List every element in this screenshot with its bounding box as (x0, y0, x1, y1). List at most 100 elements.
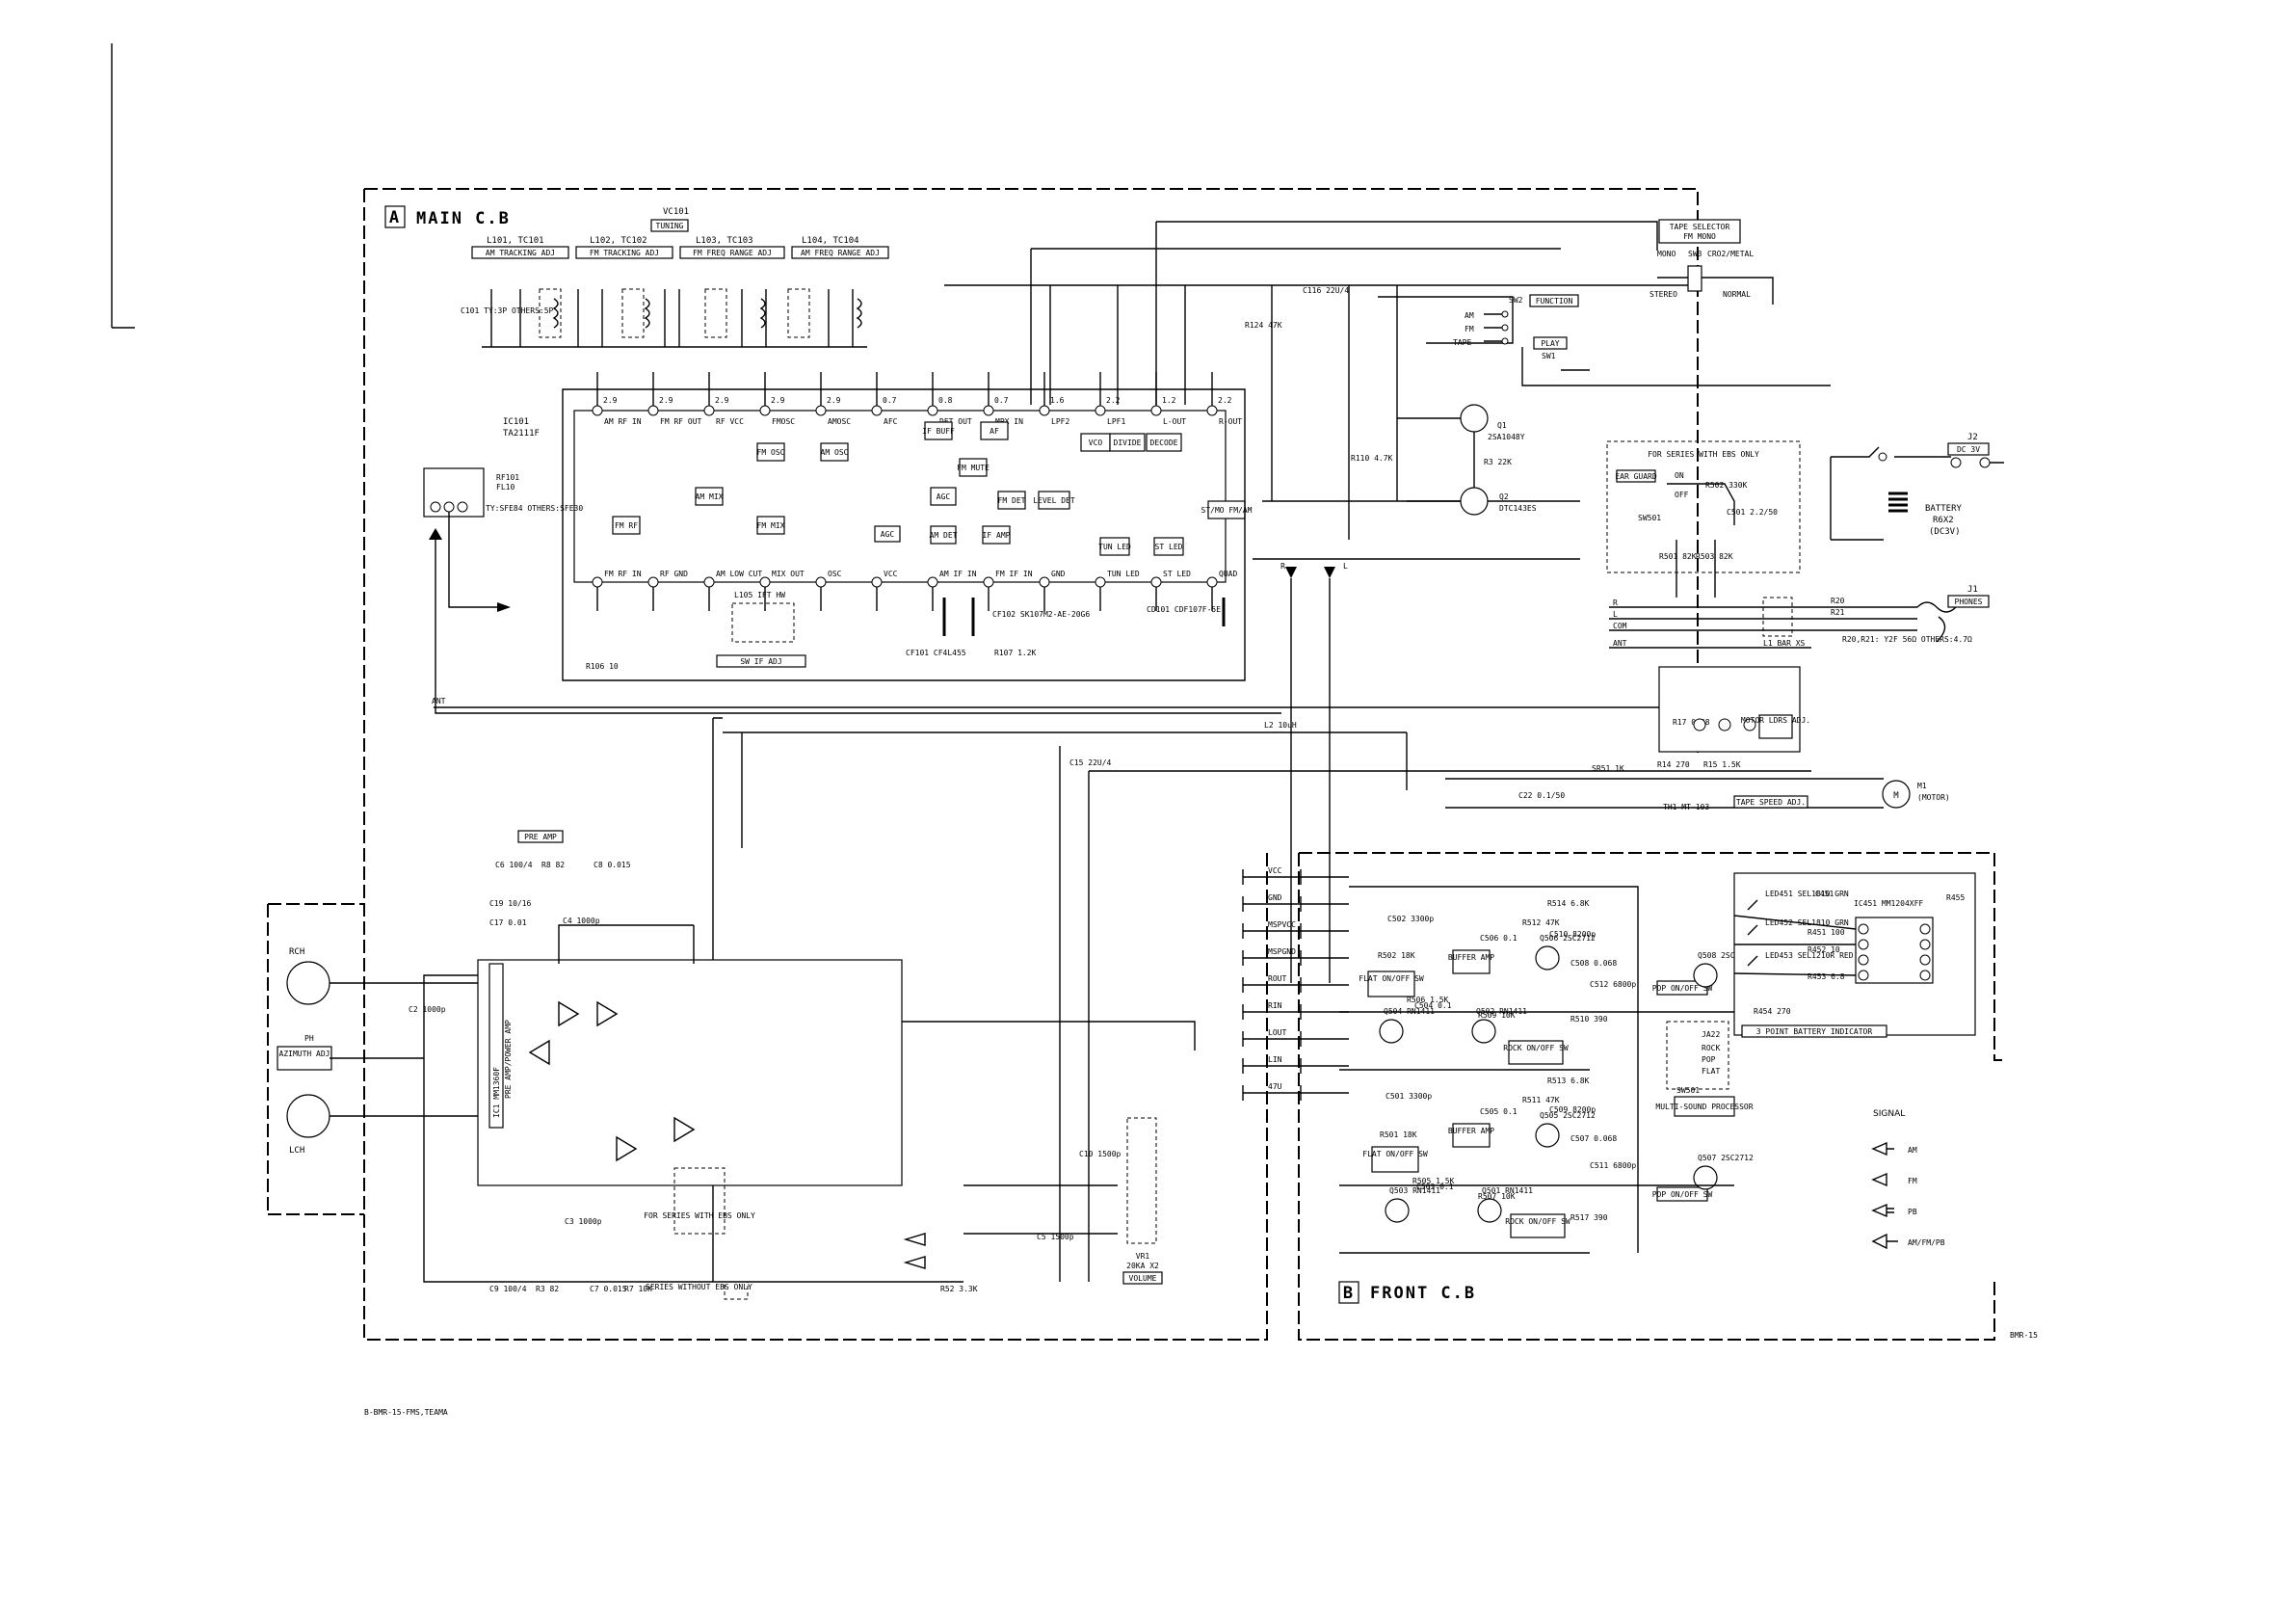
front-transistor-label: Q508 2SC2712 (1698, 951, 1754, 960)
pop-sw-top: POP ON/OFF SW (1652, 984, 1713, 993)
l1-bead: L1 BAR XS (1763, 639, 1806, 648)
r454-label: R454 270 (1754, 1007, 1791, 1016)
ic101-top-pin-label: AFC (884, 417, 898, 426)
rf101-name: RF101 (496, 473, 519, 482)
sw-if-adj: SW IF ADJ (740, 657, 781, 666)
ic101-bottom-pin (983, 576, 994, 588)
ic101-block-label: FM OSC (757, 448, 785, 457)
front-transistor-label: Q507 2SC2712 (1698, 1154, 1754, 1162)
r20-r21-note: R20,R21: Y2F 56Ω OTHERS:4.7Ω (1842, 635, 1972, 644)
signal-legend-arrow-icon (1871, 1203, 1894, 1218)
ic101-bottom-pin (759, 576, 771, 588)
front-board-letter: B (1343, 1284, 1355, 1303)
ebs-r502: R502 330K (1705, 481, 1748, 490)
front-transistor (1693, 1165, 1718, 1190)
ic101-block-label: DIVIDE (1114, 439, 1142, 447)
q1-part: 2SA1048Y (1488, 433, 1525, 441)
ic101-top-pin (592, 405, 603, 416)
flat-sw-top: FLAT ON/OFF SW (1359, 974, 1424, 983)
ic101-bottom-pin-label: MIX OUT (772, 570, 805, 578)
front-board-title: FRONT C.B (1370, 1284, 1476, 1303)
ic101-top-volt: 2.9 (603, 396, 618, 405)
sw501-name: SW501 (1676, 1086, 1700, 1095)
signal-legend-item: PB (1908, 1208, 1917, 1216)
ic101-top-volt: 2.9 (827, 396, 841, 405)
ic1-body (477, 959, 903, 1186)
pre-c9: C9 100/4 (489, 1285, 527, 1293)
ic101-bottom-pin-label: AM LOW CUT (716, 570, 762, 578)
front-part-label: R514 6.8K (1547, 899, 1590, 908)
ic101-top-pin (815, 405, 827, 416)
r453-label: R453 6.8 (1808, 972, 1845, 981)
ic101-block (874, 525, 901, 543)
vc101-name: VC101 (663, 207, 689, 217)
phones-r: R (1613, 598, 1618, 607)
vr1-spec: 20KA X2 (1126, 1262, 1159, 1270)
signal-legend-title: SIGNAL (1873, 1109, 1905, 1119)
ic101-top-volt: 0.8 (938, 396, 953, 405)
front-connector-label: VCC (1268, 866, 1282, 875)
ic101-block (612, 516, 641, 535)
tuning-label-3: L103, TC103 (696, 236, 753, 246)
front-part-label: C508 0.068 (1570, 959, 1617, 968)
front-transistor-label: Q503 RN1411 (1389, 1186, 1440, 1195)
ic101-block-label: AM MIX (696, 492, 724, 501)
motor-ldr: MOTOR LDRS ADJ. (1741, 716, 1810, 725)
ic101-top-volt: 0.7 (883, 396, 897, 405)
front-connector-label: LOUT (1268, 1028, 1286, 1037)
ic101-part: TA2111F (503, 429, 540, 439)
tape-normal: NORMAL (1723, 290, 1751, 299)
r107-label: R107 1.2K (994, 649, 1037, 657)
battery-value: R6X2 (1933, 516, 1954, 525)
r455-label: R455 (1946, 893, 1965, 902)
ebs-sw: SW501 (1638, 514, 1661, 522)
ic101-top-pin (1206, 405, 1218, 416)
signal-legend-arrow-icon (1871, 1172, 1887, 1187)
corner-code: BMR-15 (2010, 1331, 2038, 1340)
ic101-top-pin-label: AMOSC (828, 417, 851, 426)
ic101-top-pin (759, 405, 771, 416)
pre-c17: C17 0.01 (489, 918, 527, 927)
ic101-top-pin-label: R-OUT (1219, 417, 1242, 426)
pre-r3: R3 82 (536, 1285, 559, 1293)
ic101-block (930, 487, 957, 506)
ic101-top-pin (871, 405, 883, 416)
pre-c8: C8 0.015 (594, 861, 631, 869)
ic101-block-label: AGC (881, 530, 895, 539)
ic101-bottom-pin-label: QUAD (1219, 570, 1237, 578)
q2-part: DTC143ES (1499, 504, 1537, 513)
ic101-top-pin-label: FMOSC (772, 417, 795, 426)
front-connector-label: RIN (1268, 1001, 1282, 1010)
flat-sw-bottom: FLAT ON/OFF SW (1362, 1150, 1428, 1158)
front-transistor-label: Q506 2SC2712 (1540, 934, 1596, 943)
cd101-label: CD101 CDF107F-5E (1147, 605, 1221, 614)
signal-legend-arrow-icon (1871, 1233, 1898, 1250)
ebs-r501: R501 82K (1659, 552, 1697, 561)
front-part-label: C504 0.1 (1414, 1001, 1452, 1010)
r52-label: R52 3.3K (940, 1285, 978, 1293)
ebs-c501: C501 2.2/50 (1727, 508, 1778, 517)
vr1-label: VOLUME (1129, 1274, 1157, 1283)
front-transistor (1385, 1198, 1410, 1223)
cf101-label: CF101 CF4L455 (906, 649, 966, 657)
ic101-block-label: FM DET (998, 496, 1026, 505)
front-transistor-label: Q505 2SC2712 (1540, 1111, 1596, 1120)
rf101: RF101 FL10 TY:SFE84 OTHERS:SFE30 (423, 467, 1281, 714)
ic101-bottom-pin-label: FM RF IN (604, 570, 642, 578)
ic101-block (1109, 433, 1146, 452)
series-notes: FOR SERIES WITH EBS ONLY SERIES WITHOUT … (644, 758, 1112, 1300)
front-part-label: C509 8200p (1549, 1105, 1596, 1114)
front-part-label: R507 10K (1478, 1192, 1516, 1201)
tape-stereo: STEREO (1649, 290, 1677, 299)
front-part-label: R511 47K (1522, 1096, 1560, 1104)
sw2-label: FUNCTION (1536, 297, 1573, 306)
ic101-top-pin (1039, 405, 1050, 416)
led452: LED452 SEL1810 GRN (1765, 918, 1849, 927)
ic101-block (982, 525, 1011, 545)
front-part-label: C511 6800p (1590, 1161, 1636, 1170)
ic101-block (695, 487, 724, 506)
front-part-label: C501 3300p (1386, 1092, 1432, 1101)
ebs-on: ON (1675, 471, 1684, 480)
signal-legend-arrow-icon (1871, 1141, 1894, 1157)
ic101-bottom-pin (703, 576, 715, 588)
